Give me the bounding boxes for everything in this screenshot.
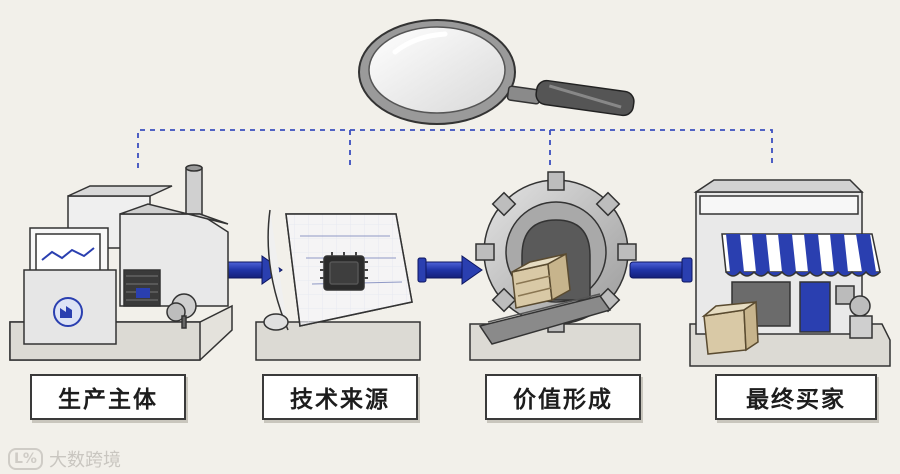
stage-label-buyer: 最终买家 xyxy=(715,374,877,420)
gear-conveyor-icon xyxy=(469,171,641,361)
factory-icon xyxy=(9,164,233,361)
stage-label-production: 生产主体 xyxy=(30,374,186,420)
watermark-text: 大数跨境 xyxy=(48,450,121,471)
flow-arrow xyxy=(629,257,708,283)
storefront-icon xyxy=(689,179,891,367)
watermark-logo: L% xyxy=(8,448,43,470)
blueprint-chip-icon xyxy=(255,209,421,361)
stage-label-technology: 技术来源 xyxy=(262,374,418,420)
magnifying-glass-icon xyxy=(358,19,635,125)
connector-lines xyxy=(137,129,773,168)
stage-label-value: 价值形成 xyxy=(485,374,641,420)
flow-arrow xyxy=(417,255,483,285)
watermark: L% 大数跨境 xyxy=(8,446,121,472)
